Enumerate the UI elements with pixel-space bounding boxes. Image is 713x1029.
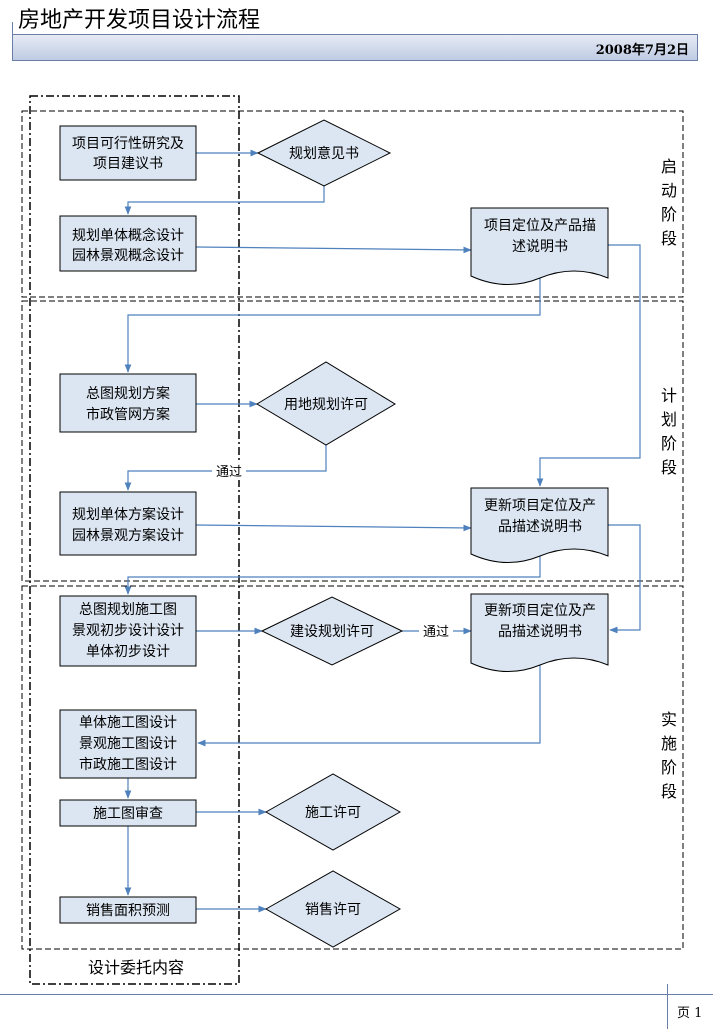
node-text: 总图规划施工图 xyxy=(79,602,177,618)
node-drawing-review: 施工图审查 xyxy=(59,799,197,827)
node-text: 销售面积预测 xyxy=(86,903,170,919)
node-feasibility: 项目可行性研究及 项目建议书 xyxy=(59,125,197,181)
arrow-scheme-to-update1 xyxy=(195,524,472,532)
node-land-permit: 用地规划许可 xyxy=(256,361,396,446)
arrow-update2-to-drawings xyxy=(197,665,541,747)
footer-line xyxy=(0,994,713,995)
node-text: 市政管网方案 xyxy=(86,406,170,423)
arrow-opinion-to-concept xyxy=(124,186,325,215)
node-text: 规划单体方案设计 xyxy=(72,506,184,523)
node-construction-drawings: 单体施工图设计 景观施工图设计 市政施工图设计 xyxy=(59,709,197,779)
stage-label-impl: 实 施 阶 段 xyxy=(661,710,677,801)
stage-char: 阶 xyxy=(661,434,677,453)
pass-label: 通过 xyxy=(423,625,449,640)
stage-frame-impl xyxy=(21,585,684,950)
stage-frame-plan xyxy=(21,300,684,582)
node-text: 用地规划许可 xyxy=(284,397,368,413)
node-construction-plan: 总图规划施工图 景观初步设计设计 单体初步设计 xyxy=(59,595,197,667)
node-text: 品描述说明书 xyxy=(498,624,582,640)
node-text: 项目定位及产品描 xyxy=(484,218,596,234)
node-construction-permit: 施工许可 xyxy=(264,773,402,851)
node-text: 景观初步设计设计 xyxy=(72,622,184,639)
node-update-doc-1: 更新项目定位及产 品描述说明书 xyxy=(470,487,609,564)
node-sales-permit: 销售许可 xyxy=(264,870,402,948)
node-text: 总图规划方案 xyxy=(86,385,170,402)
header-date: 2008年7月2日 xyxy=(595,43,689,58)
node-text: 品描述说明书 xyxy=(498,519,582,535)
stage-char: 动 xyxy=(661,181,677,200)
arrow-update1-to-construction xyxy=(124,556,541,595)
page-title: 房地产开发项目设计流程 xyxy=(18,8,261,33)
node-text: 园林景观方案设计 xyxy=(72,527,184,544)
stage-char: 段 xyxy=(661,458,677,477)
node-text: 更新项目定位及产 xyxy=(484,498,596,514)
node-scheme-design: 规划单体方案设计 园林景观方案设计 xyxy=(59,491,197,556)
delegate-frame xyxy=(29,95,240,985)
node-text: 园林景观概念设计 xyxy=(72,247,184,264)
header-bar: 2008年7月2日 xyxy=(12,34,698,61)
node-text: 规划单体概念设计 xyxy=(72,227,184,244)
stage-char: 计 xyxy=(661,386,677,405)
node-update-doc-2: 更新项目定位及产 品描述说明书 xyxy=(470,593,609,673)
node-master-plan: 总图规划方案 市政管网方案 xyxy=(59,373,197,433)
page-number: 页 1 xyxy=(677,1006,703,1021)
node-text: 更新项目定位及产 xyxy=(484,603,596,619)
pass-label: 通过 xyxy=(216,465,242,480)
node-text: 施工许可 xyxy=(305,805,361,821)
arrow-concept-to-doc xyxy=(195,246,472,254)
node-text: 述说明书 xyxy=(512,239,568,255)
stage-label-start: 启 动 阶 段 xyxy=(661,157,677,248)
node-text: 销售许可 xyxy=(305,902,361,918)
node-text: 单体施工图设计 xyxy=(79,715,177,731)
node-text: 景观施工图设计 xyxy=(79,736,177,752)
node-text: 施工图审查 xyxy=(93,806,163,822)
node-text: 规划意见书 xyxy=(289,145,359,162)
node-positioning-doc: 项目定位及产品描 述说明书 xyxy=(470,207,609,286)
stage-char: 阶 xyxy=(661,205,677,224)
connectors xyxy=(124,149,641,913)
node-text: 单体初步设计 xyxy=(86,643,170,660)
stage-char: 实 xyxy=(661,710,677,729)
stage-char: 划 xyxy=(661,410,677,429)
node-construction-permit-planning: 建设规划许可 xyxy=(260,596,404,666)
node-text: 建设规划许可 xyxy=(290,624,374,640)
node-text: 市政施工图设计 xyxy=(79,756,177,773)
arrow-doc-to-update1 xyxy=(536,244,641,487)
arrow-update1-to-update2 xyxy=(608,524,641,634)
node-sales-area: 销售面积预测 xyxy=(59,896,197,924)
stage-char: 段 xyxy=(661,229,677,248)
node-concept-design: 规划单体概念设计 园林景观概念设计 xyxy=(59,215,197,272)
arrow-doc-to-masterplan xyxy=(124,278,541,373)
stage-label-plan: 计 划 阶 段 xyxy=(661,386,677,477)
footer-tick xyxy=(667,984,668,1029)
node-text: 项目可行性研究及 xyxy=(72,136,184,152)
header-tick xyxy=(12,22,13,36)
stage-char: 施 xyxy=(661,734,677,753)
stage-char: 段 xyxy=(661,782,677,801)
stage-char: 启 xyxy=(661,157,677,176)
delegate-label: 设计委托内容 xyxy=(88,958,184,977)
node-planning-opinion: 规划意见书 xyxy=(256,119,392,187)
stage-char: 阶 xyxy=(661,758,677,777)
node-text: 项目建议书 xyxy=(93,156,163,172)
